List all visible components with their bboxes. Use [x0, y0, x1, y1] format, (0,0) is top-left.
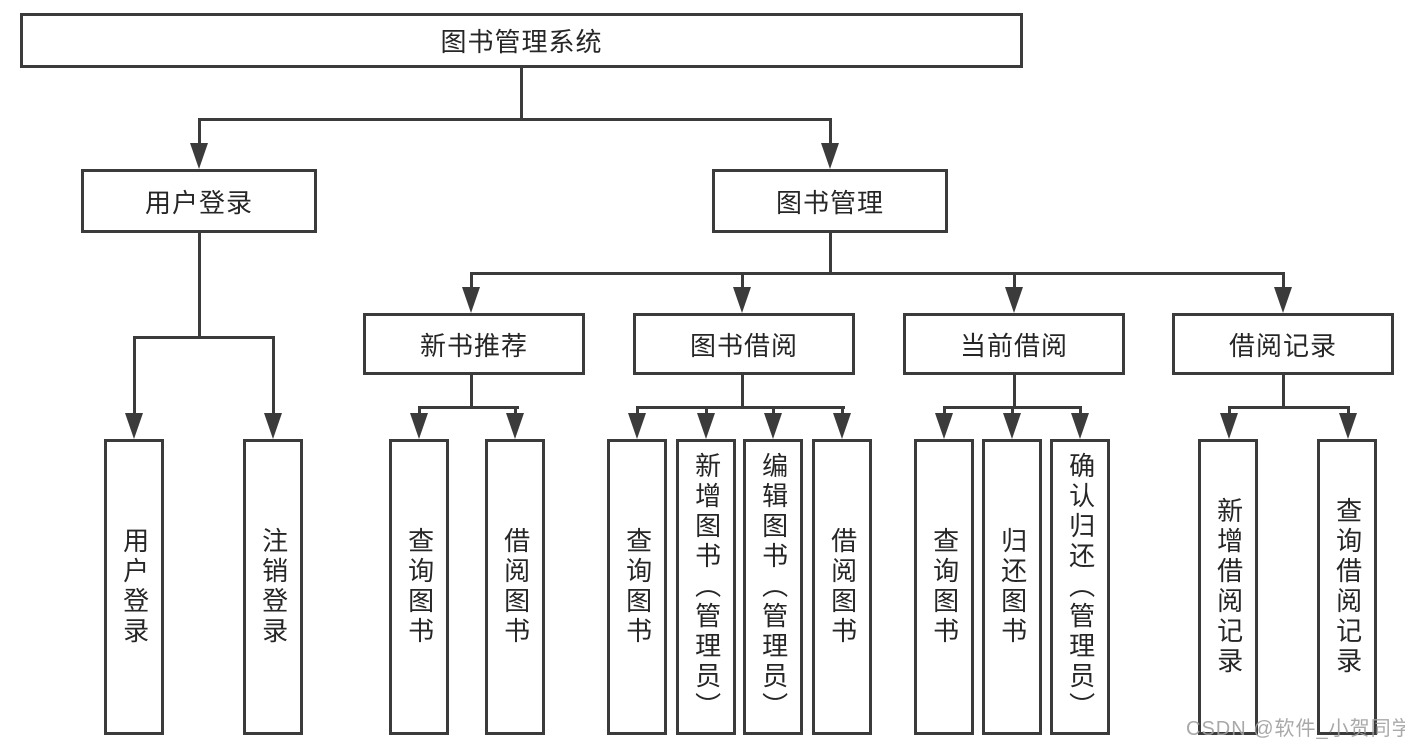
node-current-borrow: 当前借阅: [903, 313, 1125, 375]
node-book-borrow: 图书借阅: [633, 313, 855, 375]
arrow-down-icon: [1339, 413, 1357, 439]
leaf-query-books-current: 查询图书: [914, 439, 974, 735]
leaf-borrow-books: 借阅图书: [812, 439, 872, 735]
arrow-down-icon: [733, 287, 751, 313]
leaf-label: 归还图书: [997, 527, 1028, 647]
leaf-user-login: 用户登录: [104, 439, 164, 735]
arrow-down-icon: [1003, 413, 1021, 439]
connector-leaf-drop: [514, 406, 517, 416]
connector-borrow-records-branch: [1228, 406, 1350, 409]
connector-book-management-drop: [829, 118, 832, 150]
node-new-book-recommend: 新书推荐: [363, 313, 585, 375]
leaf-label: 查询借阅记录: [1332, 497, 1363, 677]
leaf-query-borrow-record: 查询借阅记录: [1317, 439, 1377, 735]
connector-leaf-drop: [1079, 406, 1082, 416]
connector-user-login-branch: [134, 336, 275, 339]
arrow-down-icon: [764, 413, 782, 439]
leaf-query-books-recommend: 查询图书: [389, 439, 449, 735]
leaf-label: 新增借阅记录: [1213, 497, 1244, 677]
connector-leaf-drop: [418, 406, 421, 416]
arrow-down-icon: [697, 413, 715, 439]
connector-book-borrow-branch: [636, 406, 845, 409]
leaf-label: 查询图书: [404, 527, 435, 647]
leaf-logout: 注销登录: [243, 439, 303, 735]
arrow-down-icon: [190, 143, 208, 169]
connector-level2-drop: [1013, 272, 1016, 290]
node-library-management-system: 图书管理系统: [20, 13, 1023, 68]
leaf-add-borrow-record: 新增借阅记录: [1198, 439, 1258, 735]
arrow-down-icon: [1274, 287, 1292, 313]
leaf-add-books-admin: 新增图书（管理员）: [676, 439, 736, 735]
arrow-down-icon: [264, 413, 282, 439]
connector-leaf-drop: [272, 336, 275, 414]
node-borrow-records: 借阅记录: [1172, 313, 1394, 375]
connector-level2-drop: [470, 272, 473, 290]
leaf-label: 确认归还（管理员）: [1065, 452, 1096, 722]
connector-user-login-drop: [198, 118, 201, 150]
connector-leaf-drop: [133, 336, 136, 414]
arrow-down-icon: [821, 143, 839, 169]
connector-book-management-stem: [829, 233, 832, 275]
leaf-label: 借阅图书: [500, 527, 531, 647]
connector-leaf-drop: [636, 406, 639, 416]
leaf-label: 查询图书: [929, 527, 960, 647]
connector-root-stem: [520, 68, 523, 121]
arrow-down-icon: [506, 413, 524, 439]
connector-current-borrow-stem: [1013, 375, 1016, 409]
arrow-down-icon: [935, 413, 953, 439]
node-book-management: 图书管理: [712, 169, 948, 233]
connector-leaf-drop: [1228, 406, 1231, 416]
watermark: CSDN @软件_小贺同学: [1186, 718, 1405, 740]
arrow-down-icon: [628, 413, 646, 439]
leaf-label: 借阅图书: [827, 527, 858, 647]
leaf-query-books-borrow: 查询图书: [607, 439, 667, 735]
connector-new-book-branch: [418, 406, 519, 409]
connector-borrow-records-stem: [1282, 375, 1285, 409]
connector-leaf-drop: [1347, 406, 1350, 416]
connector-leaf-drop: [772, 406, 775, 416]
leaf-return-books: 归还图书: [982, 439, 1042, 735]
node-user-login: 用户登录: [81, 169, 317, 233]
connector-book-borrow-stem: [741, 375, 744, 409]
connector-new-book-stem: [470, 375, 473, 409]
arrow-down-icon: [462, 287, 480, 313]
arrow-down-icon: [1071, 413, 1089, 439]
connector-leaf-drop: [943, 406, 946, 416]
connector-user-login-stem: [198, 233, 201, 339]
leaf-confirm-return-admin: 确认归还（管理员）: [1050, 439, 1110, 735]
arrow-down-icon: [833, 413, 851, 439]
leaf-label: 用户登录: [119, 527, 150, 647]
arrow-down-icon: [125, 413, 143, 439]
arrow-down-icon: [410, 413, 428, 439]
connector-level2-drop: [741, 272, 744, 290]
connector-leaf-drop: [705, 406, 708, 416]
arrow-down-icon: [1220, 413, 1238, 439]
leaf-label: 编辑图书（管理员）: [758, 452, 789, 722]
connector-root-branch: [198, 118, 831, 121]
leaf-label: 查询图书: [622, 527, 653, 647]
leaf-edit-books-admin: 编辑图书（管理员）: [743, 439, 803, 735]
arrow-down-icon: [1005, 287, 1023, 313]
connector-leaf-drop: [1011, 406, 1014, 416]
connector-leaf-drop: [841, 406, 844, 416]
connector-level2-drop: [1282, 272, 1285, 290]
leaf-label: 注销登录: [258, 527, 289, 647]
leaf-label: 新增图书（管理员）: [691, 452, 722, 722]
connector-book-management-branch: [470, 272, 1285, 275]
leaf-borrow-books-recommend: 借阅图书: [485, 439, 545, 735]
